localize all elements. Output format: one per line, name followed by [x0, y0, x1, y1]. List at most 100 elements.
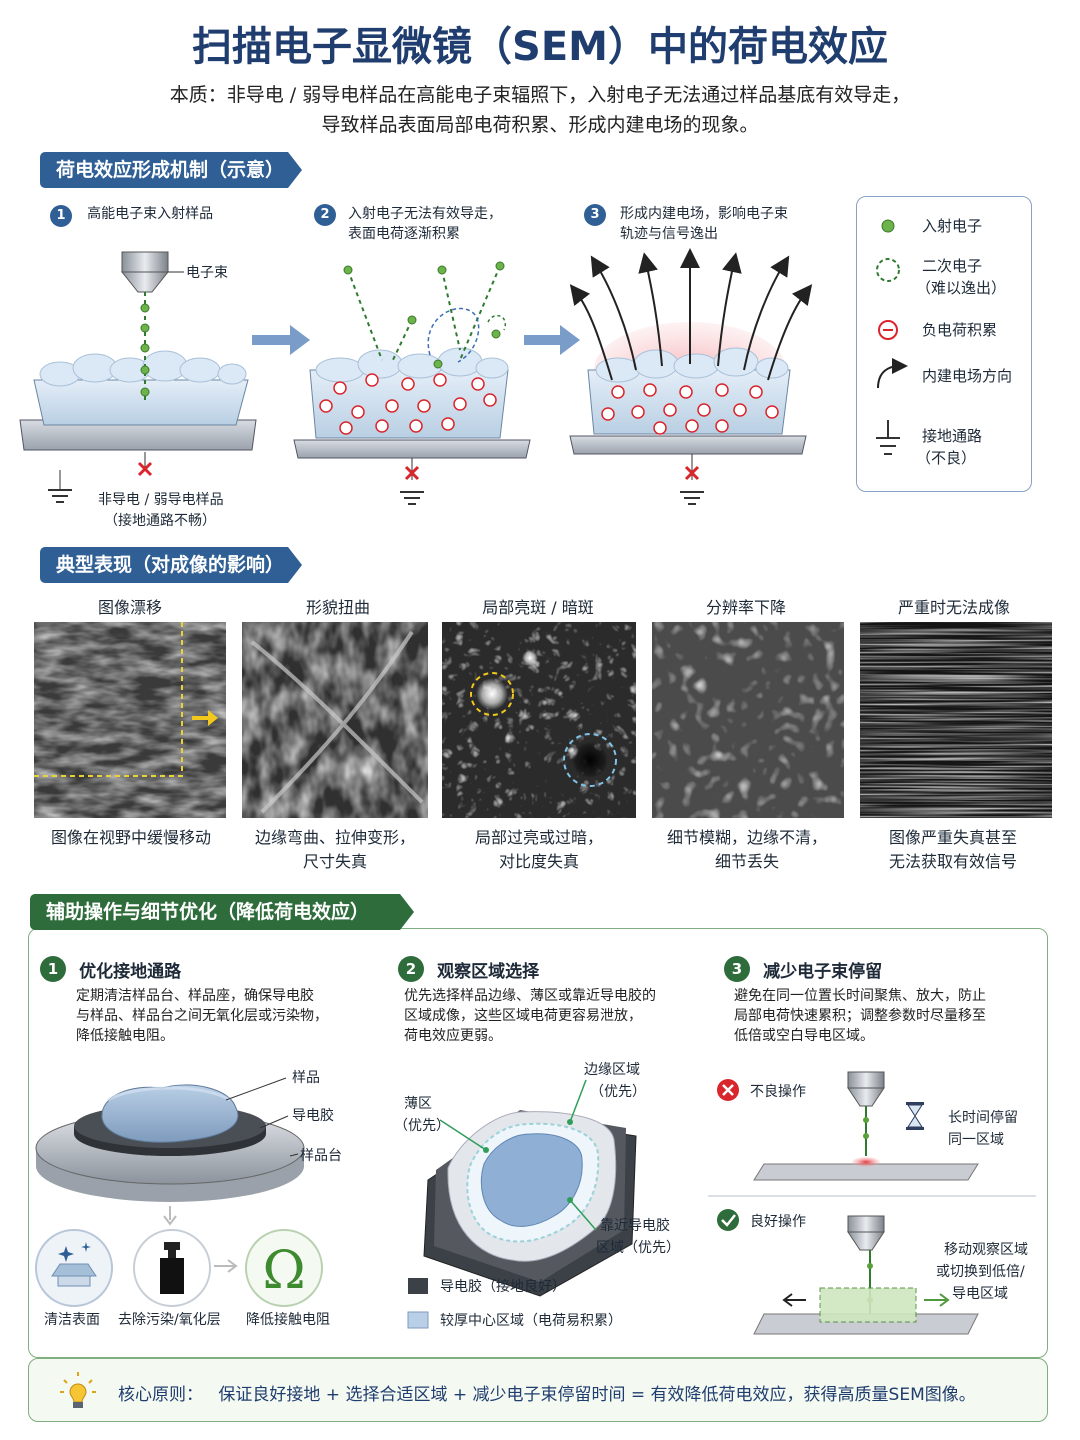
op1-label-tape: 导电胶 [292, 1108, 334, 1124]
legend-label-2b: （难以逸出） [916, 279, 1007, 297]
op3-bad-label: 不良操作 [750, 1084, 806, 1100]
op3-bad-note-2: 同一区域 [948, 1132, 1004, 1148]
effect-desc-resolution-2: 细节丢失 [714, 852, 779, 871]
effect-title-distortion: 形貌扭曲 [305, 598, 370, 617]
op1-desc-3: 降低接触电阻。 [76, 1028, 174, 1044]
effect-desc-distortion-2: 尺寸失真 [302, 852, 367, 871]
op3-good-note-3: 导电区域 [952, 1286, 1008, 1302]
op1-illustration: Ω [35, 1077, 323, 1307]
op2-illustration [407, 1079, 637, 1329]
op2-desc-3: 荷电效应更弱。 [404, 1028, 502, 1044]
op1-number: 1 [40, 956, 66, 982]
step-1-text: 高能电子束入射样品 [87, 206, 214, 222]
op2-edge-label-1: 边缘区域 [584, 1062, 640, 1078]
op2-title: 观察区域选择 [437, 962, 540, 982]
sample-label-line2: （接地通路不畅） [104, 513, 216, 529]
legend-label-4: 内建电场方向 [922, 367, 1013, 385]
lightbulb-icon [60, 1372, 96, 1408]
step-3-caption: 3 形成内建电场，影响电子束 轨迹与信号逸出 [584, 204, 788, 244]
op2-number: 2 [398, 956, 424, 982]
legend-label-1: 入射电子 [922, 217, 983, 235]
beam-label: 电子束 [186, 265, 228, 281]
step-2-caption: 2 入射电子无法有效导走， 表面电荷逐渐积累 [314, 204, 502, 244]
effect-desc-failure-2: 无法获取有效信号 [888, 852, 1017, 871]
op3-bad-note-1: 长时间停留 [948, 1110, 1018, 1126]
step-2-illustration [293, 261, 531, 505]
op3-number: 3 [724, 956, 750, 982]
effect-image-drift [34, 622, 226, 818]
op3-desc-2: 局部电荷快速累积；调整参数时尽量移至 [734, 1008, 986, 1024]
op3-desc-1: 避免在同一位置长时间聚焦、放大，防止 [734, 988, 986, 1004]
step-3-illustration [569, 248, 813, 505]
core-principle-text: 核心原则： 保证良好接地 + 选择合适区域 + 减少电子束停留时间 = 有效降低… [118, 1380, 976, 1405]
step-2-text-line1: 入射电子无法有效导走， [348, 206, 502, 222]
op3-good-note-2: 或切换到低倍/ [936, 1264, 1025, 1280]
effect-image-resolution [652, 622, 844, 818]
effect-desc-failure-1: 图像严重失真甚至 [888, 828, 1017, 847]
secondary-electron-icon [876, 258, 900, 282]
op2-near-label-1: 靠近导电胶 [600, 1218, 670, 1234]
op1-icon-resistance-label: 降低接触电阻 [246, 1312, 330, 1328]
step-3-text-line1: 形成内建电场，影响电子束 [620, 206, 788, 222]
effect-title-drift: 图像漂移 [97, 598, 162, 617]
op2-thin-label-2: （优先） [394, 1118, 450, 1134]
op1-icon-remove-label: 去除污染/氧化层 [118, 1312, 221, 1328]
effect-title-failure: 严重时无法成像 [897, 598, 1010, 617]
sample-label-line1: 非导电 / 弱导电样品 [98, 492, 224, 508]
op3-good-note-1: 移动观察区域 [944, 1242, 1028, 1258]
legend-box [856, 196, 1032, 492]
ground-icon [876, 420, 900, 455]
step-2-number: 2 [314, 204, 336, 226]
op1-desc-1: 定期清洁样品台、样品座，确保导电胶 [76, 988, 314, 1004]
incident-electron-icon [881, 219, 895, 233]
page-title: 扫描电子显微镜（SEM）中的荷电效应 [192, 24, 888, 70]
step-1-illustration [19, 251, 257, 503]
op2-edge-label-2: （优先） [590, 1084, 646, 1100]
intro-line-2: 导致样品表面局部电荷积累、形成内建电场的现象。 [321, 114, 759, 136]
legend-label-5: 接地通路 [922, 427, 983, 445]
effect-desc-spots-1: 局部过亮或过暗， [474, 828, 603, 847]
core-body: 保证良好接地 + 选择合适区域 + 减少电子束停留时间 = 有效降低荷电效应，获… [218, 1385, 976, 1405]
negative-charge-icon [878, 320, 898, 340]
effect-desc-drift: 图像在视野中缓慢移动 [50, 828, 211, 847]
op2-legend-tape: 导电胶（接地良好） [440, 1279, 566, 1295]
effect-image-spots [442, 622, 636, 818]
good-op-icon [717, 1209, 739, 1231]
op1-icon-clean-label: 清洁表面 [44, 1312, 100, 1328]
op1-label-stage: 样品台 [300, 1148, 342, 1164]
op1-desc-2: 与样品、样品台之间无氧化层或污染物， [76, 1008, 328, 1024]
step-1-number: 1 [50, 205, 72, 227]
op3-illustration [708, 1071, 1036, 1335]
op2-heading: 2 观察区域选择 [398, 956, 539, 982]
mechanism-banner: 荷电效应形成机制（示意） [40, 152, 302, 188]
core-label: 核心原则： [118, 1385, 203, 1405]
step-2-text-line2: 表面电荷逐渐积累 [348, 226, 460, 242]
op3-heading: 3 减少电子束停留 [724, 956, 882, 982]
effects-banner: 典型表现（对成像的影响） [40, 547, 302, 583]
legend-label-5b: （不良） [916, 449, 977, 467]
operations-banner: 辅助操作与细节优化（降低荷电效应） [30, 894, 414, 930]
op3-title: 减少电子束停留 [763, 962, 883, 982]
op2-desc-1: 优先选择样品边缘、薄区或靠近导电胶的 [404, 988, 656, 1004]
legend-label-3: 负电荷积累 [922, 321, 998, 339]
op1-title: 优化接地通路 [79, 962, 182, 982]
svg-text:Ω: Ω [262, 1241, 305, 1301]
step-1-caption: 1 高能电子束入射样品 [50, 204, 213, 227]
intro-line-1: 本质：非导电 / 弱导电样品在高能电子束辐照下，入射电子无法通过样品基底有效导走… [169, 84, 911, 106]
effect-title-resolution: 分辨率下降 [705, 598, 786, 617]
hourglass-icon [906, 1102, 924, 1130]
op3-desc-3: 低倍或空白导电区域。 [734, 1028, 874, 1044]
op1-label-sample: 样品 [292, 1070, 320, 1086]
core-principle-box [28, 1358, 1048, 1422]
operations-panel [28, 928, 1048, 1358]
effect-title-spots: 局部亮斑 / 暗斑 [482, 598, 594, 617]
mechanism-diagram [19, 248, 813, 505]
op2-near-label-2: 区域（优先） [596, 1240, 680, 1256]
effect-desc-distortion-1: 边缘弯曲、拉伸变形， [254, 828, 415, 847]
step-3-number: 3 [584, 204, 606, 226]
effect-desc-spots-2: 对比度失真 [498, 852, 579, 871]
effect-image-failure [860, 622, 1052, 818]
effect-desc-resolution-1: 细节模糊，边缘不清， [666, 828, 827, 847]
op2-thin-label-1: 薄区 [404, 1096, 432, 1112]
legend-icons [876, 219, 908, 455]
